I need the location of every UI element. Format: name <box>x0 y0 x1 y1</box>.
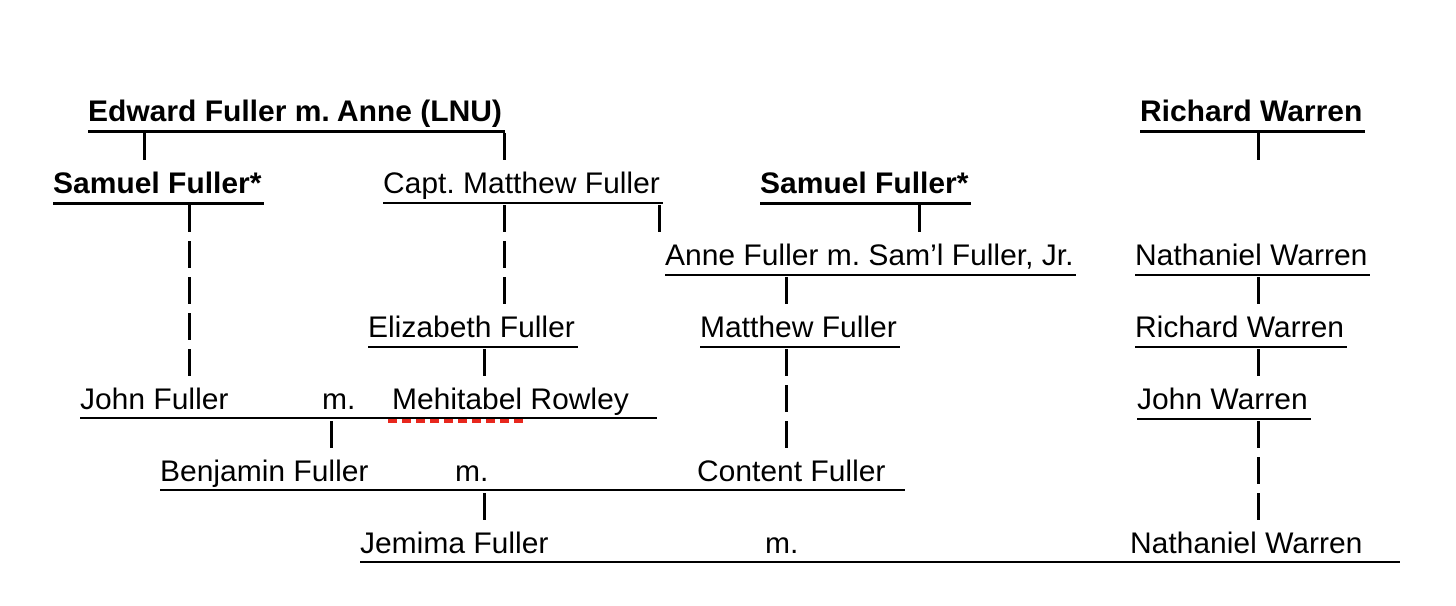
connector-pipe-4 <box>503 205 506 232</box>
connector-pipe-21 <box>1257 421 1260 448</box>
connector-pipe-17 <box>1257 349 1260 376</box>
elizabeth-fuller: Elizabeth Fuller <box>368 311 578 348</box>
mehitabel-rowley: Mehitabel Rowley <box>392 383 629 416</box>
richard-warren-gen3: Richard Warren <box>1135 311 1347 348</box>
capt-matthew-fuller: Capt. Matthew Fuller <box>383 167 663 204</box>
connector-pipe-18 <box>785 385 788 412</box>
benjamin-fuller-m-content-fuller: Benjamin Fuller m. Content Fuller <box>160 455 905 491</box>
connector-pipe-20 <box>785 421 788 448</box>
edward-fuller-m-anne: Edward Fuller m. Anne (LNU) <box>88 95 505 133</box>
connector-pipe-8 <box>503 241 506 268</box>
content-fuller: Content Fuller <box>697 455 886 488</box>
connector-pipe-16 <box>785 349 788 376</box>
connector-pipe-13 <box>188 313 191 340</box>
connector-pipe-6 <box>918 205 921 232</box>
jemima-fuller: Jemima Fuller <box>360 527 549 560</box>
samuel-fuller-gen2-left: Samuel Fuller* <box>53 167 265 205</box>
connector-pipe-5 <box>658 205 661 232</box>
connector-pipe-2 <box>1257 133 1260 160</box>
benjamin-fuller: Benjamin Fuller <box>160 455 369 488</box>
marriage-m-john: m. <box>322 383 356 416</box>
connector-pipe-1 <box>503 133 506 160</box>
connector-pipe-0 <box>143 133 146 160</box>
john-fuller-m-mehitabel-rowley: John Fuller m. Mehitabel Rowley <box>80 383 657 419</box>
spellcheck-underline-mehitabel <box>388 419 528 423</box>
jemima-fuller-m-nathaniel-warren: Jemima Fuller m. Nathaniel Warren <box>360 527 1400 563</box>
connector-pipe-12 <box>1257 277 1260 304</box>
connector-pipe-9 <box>188 277 191 304</box>
john-fuller: John Fuller <box>80 383 229 416</box>
connector-pipe-24 <box>1257 493 1260 520</box>
connector-pipe-10 <box>503 277 506 304</box>
marriage-m-jemima: m. <box>765 527 799 560</box>
connector-pipe-19 <box>330 421 333 448</box>
nathaniel-warren-gen2: Nathaniel Warren <box>1135 239 1371 276</box>
john-warren: John Warren <box>1137 383 1311 420</box>
marriage-m-benjamin: m. <box>455 455 489 488</box>
anne-fuller-m-saml-fuller-jr: Anne Fuller m. Sam’l Fuller, Jr. <box>665 239 1077 276</box>
matthew-fuller: Matthew Fuller <box>700 311 900 348</box>
connector-pipe-22 <box>1257 457 1260 484</box>
connector-pipe-7 <box>188 241 191 268</box>
samuel-fuller-gen2-mid: Samuel Fuller* <box>760 167 972 205</box>
connector-pipe-15 <box>483 349 486 376</box>
connector-pipe-3 <box>188 205 191 232</box>
connector-pipe-14 <box>188 349 191 376</box>
nathaniel-warren-gen4: Nathaniel Warren <box>1130 527 1363 560</box>
connector-pipe-23 <box>483 493 486 520</box>
richard-warren-gen1: Richard Warren <box>1140 95 1366 133</box>
connector-pipe-11 <box>785 277 788 304</box>
